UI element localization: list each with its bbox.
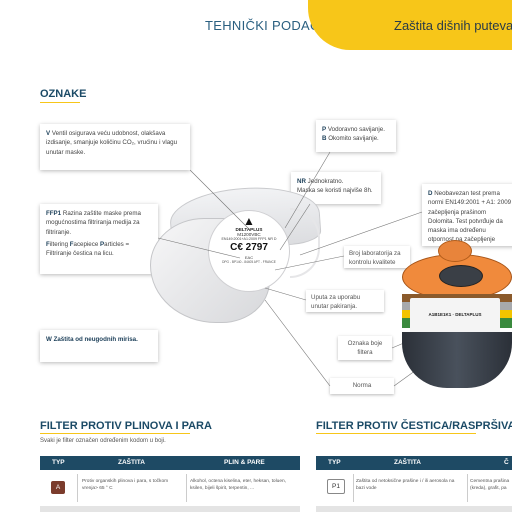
particle-row-band bbox=[316, 506, 512, 512]
ffp1-p-rest: articles = Filtriranje čestica na licu. bbox=[46, 240, 130, 258]
v-valve-box: V Ventil osigurava veću udobnost, olakša… bbox=[40, 124, 190, 170]
particle-section-title: FILTER PROTIV ČESTICA/RASPRŠIVAČA bbox=[316, 420, 512, 432]
badge-ce-mark: C€ 2797 bbox=[230, 242, 268, 253]
particle-cell-sep-2 bbox=[467, 474, 468, 502]
b-text: Okomito savijanje. bbox=[326, 135, 379, 143]
p-label: P bbox=[322, 126, 327, 133]
ffp1-f2: F bbox=[69, 240, 74, 248]
ffp1-f1-rest: iltering bbox=[49, 240, 70, 248]
particle-header-c: Č bbox=[504, 459, 509, 466]
line-norm bbox=[264, 299, 331, 387]
cartridge-body bbox=[402, 332, 512, 388]
gas-cell-sep-2 bbox=[186, 474, 187, 502]
p-b-box: P Vodoravno savijanje. B Okomito savijan… bbox=[316, 120, 396, 152]
mask-illustration: ▲ DELTAPLUS M1200VBC EN149:2001+A1:2009 … bbox=[150, 178, 325, 338]
gas-type-badge: A bbox=[51, 481, 65, 494]
p-text: Vodoravno savijanje. bbox=[326, 126, 385, 133]
ffp1-f2-rest: acepiece bbox=[73, 240, 101, 248]
line-instructions bbox=[264, 287, 307, 301]
line-lab bbox=[274, 255, 345, 271]
d-dolomite-box: D Neobavezan test prema normi EN149:2001… bbox=[422, 184, 512, 246]
ffp1-label: FFP1 bbox=[46, 210, 62, 217]
v-text: Ventil osigurava veću udobnost, olakšava… bbox=[46, 130, 178, 156]
header-band-title: Zaštita dišnih puteva bbox=[394, 18, 512, 33]
nr-line2: Maska se koristi najviše 8h. bbox=[297, 187, 373, 195]
badge-norm: EN149:2001+A1:2009 FFP1 NR D bbox=[221, 237, 277, 241]
gas-table-header: TYP ZAŠTITA PLIN & PARE bbox=[40, 456, 300, 470]
gas-section-subtitle: Svaki je filter označen određenim kodom … bbox=[40, 438, 166, 444]
ffp1-box: FFP1 Razina zaštite maske prema mogućnos… bbox=[40, 204, 158, 274]
w-box: W Zaštita od neugodnih mirisa. bbox=[40, 330, 158, 362]
callout-lab: Broj laboratorija za kontrolu kvalitete bbox=[344, 246, 410, 268]
particle-header-zastita: ZAŠTITA bbox=[394, 459, 421, 466]
cartridge-label: A1B1E1K1 · DELTAPLUS bbox=[410, 298, 500, 336]
oznake-title: OZNAKE bbox=[40, 88, 87, 100]
line-d bbox=[299, 211, 423, 256]
callout-color: Oznaka boje filtera bbox=[338, 336, 392, 360]
badge-address: DPG - BP140 - 84405 APT - FRANCE bbox=[222, 260, 276, 264]
particle-row-gases: Cementna prašina (kreda), grafit, pa bbox=[470, 479, 510, 492]
line-ffp1 bbox=[157, 237, 241, 259]
v-label: V bbox=[46, 130, 51, 137]
line-v bbox=[189, 169, 251, 231]
gas-row-gases: Alkohol, octena kiselina, eter, heksan, … bbox=[190, 479, 286, 492]
header-band bbox=[308, 0, 512, 50]
gas-table-row: Protiv organskih plinova i para, s točko… bbox=[40, 470, 300, 506]
ffp1-p: P bbox=[100, 240, 105, 248]
gas-row-protection: Protiv organskih plinova i para, s točko… bbox=[82, 479, 169, 492]
badge-brand: DELTAPLUS bbox=[235, 227, 263, 232]
w-label: W bbox=[46, 336, 52, 343]
oznake-underline bbox=[40, 102, 80, 103]
particle-type-badge: P1 bbox=[327, 479, 345, 494]
line-nr bbox=[279, 203, 311, 251]
gas-header-plin: PLIN & PARE bbox=[224, 459, 265, 466]
gas-header-zastita: ZAŠTITA bbox=[118, 459, 145, 466]
gas-section-underline bbox=[40, 433, 190, 434]
badge-eac: EAC bbox=[244, 255, 254, 260]
ffp1-f1: F bbox=[46, 240, 50, 248]
mask-badge: ▲ DELTAPLUS M1200VBC EN149:2001+A1:2009 … bbox=[208, 210, 290, 292]
ffp1-text: Razina zaštite maske prema mogućnostima … bbox=[46, 210, 141, 236]
particle-row-protection: Zaštita od netoksične prašine i / ili ae… bbox=[356, 479, 455, 492]
header-title: TEHNIČKI PODACI bbox=[205, 18, 324, 33]
d-label: D bbox=[428, 190, 433, 197]
b-label: B bbox=[322, 135, 327, 143]
particle-header-typ: TYP bbox=[328, 459, 341, 466]
deltaplus-logo-icon: ▲ bbox=[243, 214, 255, 228]
gas-row-band bbox=[40, 506, 300, 512]
line-pb bbox=[284, 151, 331, 229]
filter-cartridge-illustration: A1B1E1K1 · DELTAPLUS bbox=[392, 240, 512, 400]
gas-cell-sep-1 bbox=[77, 474, 78, 502]
gas-header-typ: TYP bbox=[52, 459, 65, 466]
nr-text: Jednokratno. bbox=[305, 178, 344, 185]
cartridge-top-inner bbox=[439, 265, 483, 287]
callout-instructions: Uputa za uporabu unutar pakiranja. bbox=[306, 290, 384, 312]
gas-section-title: FILTER PROTIV PLINOVA I PARA bbox=[40, 420, 212, 432]
particle-section-underline bbox=[316, 433, 476, 434]
badge-model: M1200VBC bbox=[237, 232, 261, 237]
particle-table-header: TYP ZAŠTITA Č bbox=[316, 456, 512, 470]
particle-table-row: Zaštita od netoksične prašine i / ili ae… bbox=[316, 470, 512, 506]
callout-norm: Norma bbox=[330, 378, 394, 394]
w-text: Zaštita od neugodnih mirisa. bbox=[51, 336, 138, 343]
particle-cell-sep-1 bbox=[353, 474, 354, 502]
cartridge-knob bbox=[438, 240, 472, 262]
nr-label: NR bbox=[297, 178, 306, 185]
